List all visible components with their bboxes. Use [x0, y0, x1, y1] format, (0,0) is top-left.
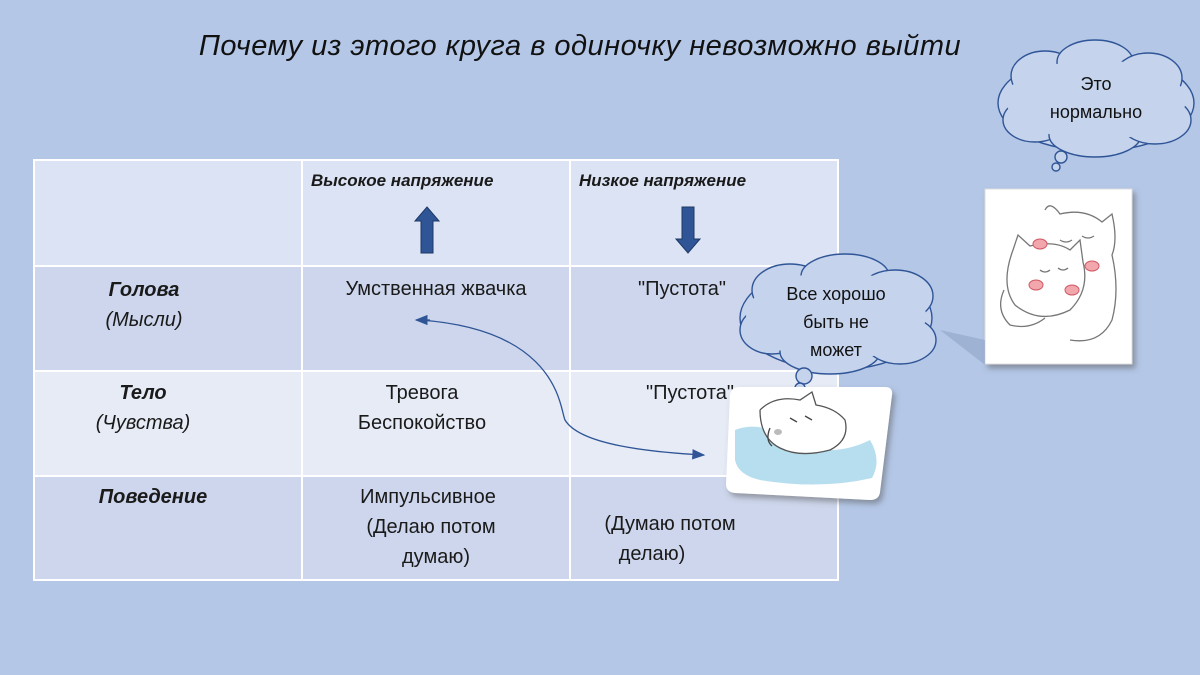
- row-label-body: Тело (Чувства): [33, 370, 303, 477]
- picture-shadow: [940, 330, 985, 365]
- table-row-head: Голова (Мысли) Умственная жвачка "Пустот…: [33, 265, 839, 372]
- slide-title: Почему из этого круга в одиночку невозмо…: [198, 30, 962, 62]
- header-high-tension: Высокое напряжение: [301, 159, 571, 267]
- cell-body-high: Тревога Беспокойство: [301, 370, 571, 477]
- cell-behavior-high: Импульсивное (Делаю потом думаю): [301, 475, 571, 581]
- arrow-up-icon: [414, 206, 440, 254]
- cell-body-low: "Пустота": [569, 370, 839, 477]
- row-label-title: Голова: [108, 279, 180, 301]
- cell-head-high: Умственная жвачка: [301, 265, 571, 372]
- cat-hug-picture: [984, 188, 1133, 365]
- row-label-behavior: Поведение: [33, 475, 303, 581]
- arrow-down-icon: [675, 206, 701, 254]
- row-label-title: Тело: [119, 382, 167, 404]
- row-label-sub: (Мысли): [105, 309, 183, 331]
- header-low-tension: Низкое напряжение: [569, 159, 839, 267]
- cell-behavior-low: (Думаю потом делаю): [569, 475, 839, 581]
- bubble-top-text: Это нормально: [1049, 74, 1143, 122]
- cat-blush: [1028, 238, 1100, 296]
- table-row-behavior: Поведение Импульсивное (Делаю потом дума…: [33, 475, 839, 581]
- row-label-sub: (Чувства): [95, 412, 191, 434]
- row-label-head: Голова (Мысли): [33, 265, 303, 372]
- bubble-mid-text: Все хорошо быть не может: [786, 284, 886, 360]
- table-row-body: Тело (Чувства) Тревога Беспокойство "Пус…: [33, 370, 839, 477]
- row-label-title: Поведение: [98, 486, 208, 508]
- tension-table: Высокое напряжение Низкое напряжение Гол…: [33, 159, 839, 581]
- cat-hug-drawing: [999, 205, 1117, 342]
- header-empty-cell: [33, 159, 303, 267]
- table-header-row: Высокое напряжение Низкое напряжение: [33, 159, 839, 267]
